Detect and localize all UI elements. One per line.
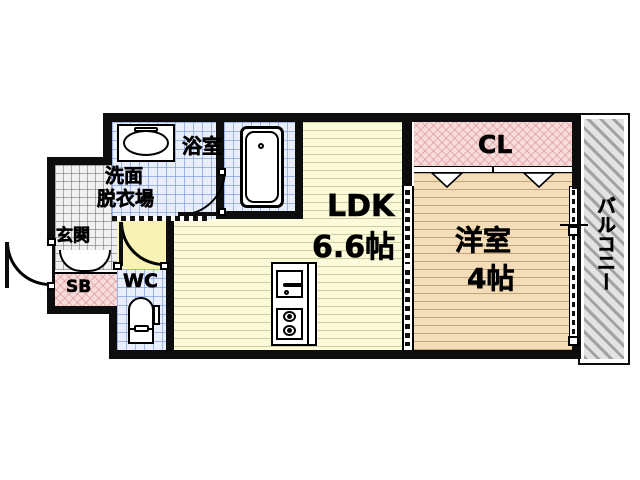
exterior-wall-left <box>47 157 55 314</box>
exterior-wall-top-washroom <box>103 113 225 122</box>
toilet-lid-overlay <box>134 325 149 332</box>
exterior-wall-top <box>103 113 581 122</box>
washitsu-size-label: 4帖 <box>467 262 515 295</box>
wc-door-leaf-overlay[interactable] <box>119 222 123 266</box>
shoebox-label: SB <box>66 277 92 297</box>
stove-burner-1-center-icon <box>287 314 292 319</box>
bath-wall-bottom-overlay <box>216 211 303 219</box>
shoebox-area <box>55 272 117 306</box>
washitsu-label: 洋室 <box>455 224 512 257</box>
closet-area <box>414 122 572 166</box>
exterior-wall-bottom-genkan <box>47 306 117 314</box>
bath-label-overlay: 浴室 <box>182 134 223 158</box>
closet-door-divider <box>492 166 494 173</box>
ldk-partition-upper[interactable] <box>405 190 410 264</box>
balcony-door-jamb-bottom <box>568 336 579 346</box>
washroom-door-overlay[interactable] <box>112 216 208 221</box>
wc-wall-right-overlay <box>166 221 174 358</box>
washroom-label-line2-overlay: 脱衣場 <box>97 188 155 210</box>
exterior-wall-jog-top <box>47 157 109 165</box>
entrance-jamb-top <box>47 238 56 246</box>
wc-label-overlay: WC <box>123 270 159 292</box>
kitchen-counter-edge <box>307 262 309 346</box>
bath-jamb-top-overlay <box>218 168 226 176</box>
washbasin-bowl-overlay <box>123 130 169 156</box>
balcony-door-stop-top <box>560 224 588 226</box>
washitsu-wall-right-top <box>572 113 581 189</box>
exterior-wall-jog-bottom <box>109 306 117 358</box>
stove-burner-2-icon <box>283 325 296 336</box>
stove-burner-2-center-icon <box>287 328 292 333</box>
ldk-label: LDK <box>327 189 395 224</box>
bathtub-drain-overlay <box>258 143 264 149</box>
closet-door-arrows-icon <box>430 173 556 189</box>
balcony-door-jamb-top <box>568 226 579 236</box>
balcony-area <box>584 119 624 359</box>
washitsu-area <box>414 173 572 350</box>
bathtub-inner-overlay <box>245 131 279 203</box>
wc-jamb-left-overlay <box>113 262 122 270</box>
entrance-door[interactable] <box>6 242 52 286</box>
balcony-door-panel-lower[interactable] <box>572 266 575 342</box>
closet-label: CL <box>478 130 513 159</box>
exterior-wall-left-upper <box>103 113 112 165</box>
genkan-label: 玄関 <box>56 226 91 246</box>
bath-jamb-bottom-overlay <box>218 208 226 216</box>
ldk-size-label: 6.6帖 <box>312 230 396 265</box>
balcony-label: バルコニー <box>593 196 617 292</box>
bath-door-leaf-overlay[interactable] <box>178 212 226 216</box>
bath-wall-right-overlay <box>295 113 303 219</box>
kitchen-faucet-icon <box>283 283 303 287</box>
stove-burner-1-icon <box>283 311 296 322</box>
exterior-wall-bottom <box>109 350 581 359</box>
kitchen-drain-icon <box>284 290 289 295</box>
toilet-paper-overlay <box>153 305 160 325</box>
ldk-partition-lower[interactable] <box>405 270 410 346</box>
washbasin-faucet-overlay <box>134 127 158 132</box>
partition-wall-top <box>402 122 412 186</box>
entrance-door-leaf[interactable] <box>5 242 9 288</box>
wc-jamb-right-overlay <box>160 262 169 270</box>
washroom-label-line1-overlay: 洗面 <box>105 165 144 187</box>
